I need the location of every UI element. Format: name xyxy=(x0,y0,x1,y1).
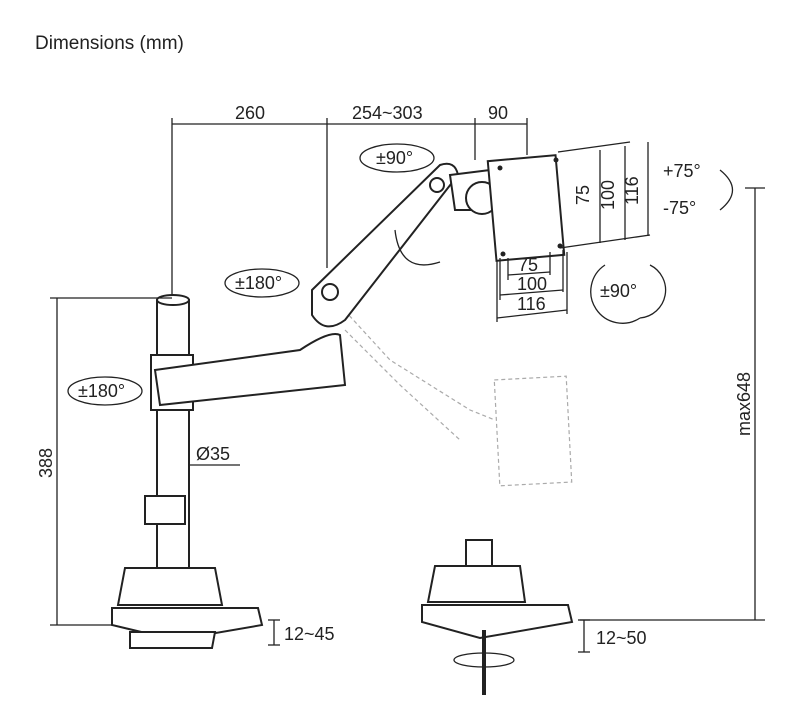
height-dimension-lines xyxy=(50,187,765,626)
grommet-base xyxy=(421,539,590,695)
tilt-arrow-icon xyxy=(719,169,734,211)
dim-arm-segment-2: 254~303 xyxy=(352,103,423,123)
dim-vesa-h-116: 116 xyxy=(517,294,546,314)
dim-arm-segment-1: 260 xyxy=(235,103,265,123)
diagram-title: Dimensions (mm) xyxy=(35,33,184,54)
dim-vesa-h-100: 100 xyxy=(517,274,547,294)
dim-pole-height: 388 xyxy=(36,448,56,478)
lower-arm xyxy=(153,333,347,407)
head-swivel-arrow-icon xyxy=(359,143,435,173)
dim-clamp-thickness: 12~45 xyxy=(284,624,335,644)
dim-pole-diameter: Ø35 xyxy=(196,444,230,464)
dim-vesa-v-116: 116 xyxy=(622,176,642,205)
rotation-arrow-icon xyxy=(590,264,667,324)
dim-vesa-h-75: 75 xyxy=(518,255,538,275)
rot-tilt-up: +75° xyxy=(663,161,701,181)
dim-head-depth: 90 xyxy=(488,103,508,123)
arm-swivel-arrow-icon xyxy=(224,268,300,298)
rot-pole-swivel: ±180° xyxy=(78,381,125,401)
upper-arm xyxy=(311,162,499,328)
dim-grommet-thickness: 12~50 xyxy=(596,628,647,648)
dim-vesa-v-100: 100 xyxy=(598,180,618,210)
rot-arm-swivel: ±180° xyxy=(235,273,282,293)
pole xyxy=(144,294,240,571)
dim-max-height: max648 xyxy=(734,372,754,436)
desk-clamp xyxy=(111,567,280,649)
top-dimension-lines xyxy=(171,118,528,298)
dim-vesa-v-75: 75 xyxy=(573,185,593,205)
rot-head-swivel: ±90° xyxy=(376,148,413,168)
rot-tilt-down: -75° xyxy=(663,198,696,218)
pole-swivel-arrow-icon xyxy=(67,376,143,406)
vesa-plate xyxy=(486,141,651,322)
ghost-arm-position xyxy=(334,299,573,487)
rot-rotation: ±90° xyxy=(600,281,637,301)
